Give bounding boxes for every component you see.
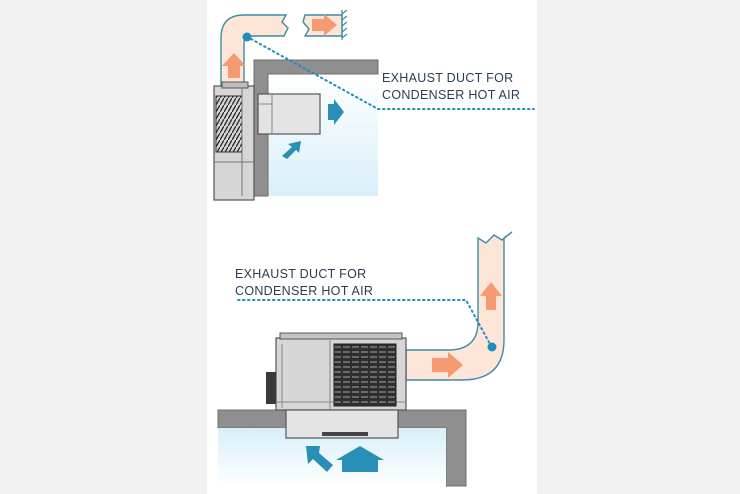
- callout-label-upper: EXHAUST DUCT FOR CONDENSER HOT AIR: [382, 70, 520, 104]
- evaporator-lines: [258, 94, 273, 134]
- callout-marker-upper: [242, 32, 252, 42]
- evaporator-upper: [257, 93, 321, 135]
- callout-label-lower-line2: CONDENSER HOT AIR: [235, 284, 374, 298]
- unit-roof: [279, 332, 403, 340]
- arrow-icon: [312, 14, 337, 36]
- duct-outlet-hatch: [341, 9, 348, 40]
- callout-label-upper-line1: EXHAUST DUCT FOR: [382, 71, 514, 85]
- condenser-grill: [333, 343, 397, 407]
- electrical-box: [266, 372, 276, 404]
- arrow-icon: [306, 446, 333, 472]
- unit-top-cap: [221, 81, 249, 89]
- callout-label-lower-line1: EXHAUST DUCT FOR: [235, 267, 367, 281]
- callout-marker-lower: [487, 342, 497, 352]
- arrow-icon: [336, 446, 384, 472]
- unit-panel-lines: [214, 88, 254, 196]
- arrow-icon: [432, 352, 463, 378]
- upper-installation: [213, 9, 535, 201]
- callout-leader-upper: [250, 38, 535, 110]
- callout-leader-lower: [237, 299, 491, 345]
- arrow-icon: [328, 99, 344, 125]
- arrow-icon: [282, 141, 301, 159]
- cold-room-upper: [268, 74, 378, 196]
- unit-grill: [215, 95, 243, 153]
- callout-label-upper-line2: CONDENSER HOT AIR: [382, 88, 521, 102]
- arrow-icon: [480, 282, 502, 310]
- callout-label-lower: EXHAUST DUCT FOR CONDENSER HOT AIR: [235, 266, 373, 300]
- lower-installation: [217, 231, 513, 487]
- exhaust-duct-lower: [405, 231, 513, 381]
- evaporator-vent: [322, 432, 368, 436]
- arrow-icon: [222, 53, 246, 78]
